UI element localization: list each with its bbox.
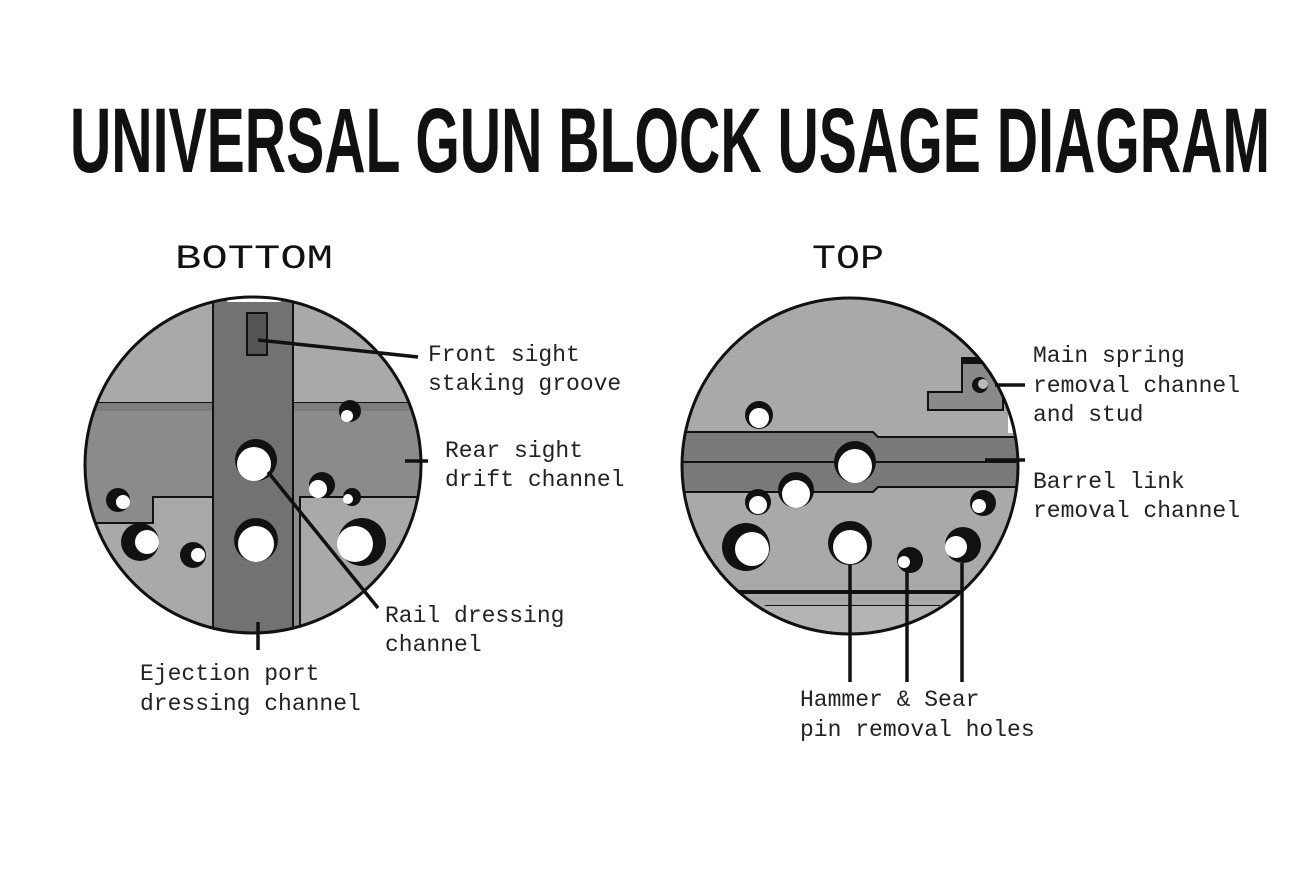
top-holes [722, 401, 996, 573]
bottom-view: BOTTOM Front [83, 241, 624, 717]
rear-sight-label-1: Rear sight [445, 438, 583, 464]
barrel-link-label-2: removal channel [1033, 498, 1240, 524]
top-view: TOP Main sprin [680, 241, 1240, 743]
bottom-holes [106, 400, 386, 568]
main-spring-label-1: Main spring [1033, 343, 1185, 369]
front-sight-label-1: Front sight [428, 342, 580, 368]
main-spring-label-3: and stud [1033, 402, 1143, 428]
rail-label-2: channel [385, 632, 482, 658]
ejection-label-1: Ejection port [140, 661, 319, 687]
barrel-link-label-1: Barrel link [1033, 469, 1185, 495]
rear-sight-label-2: drift channel [445, 467, 624, 493]
rail-leader [266, 470, 380, 610]
main-spring-label-2: removal channel [1033, 373, 1240, 399]
bottom-heading: BOTTOM [175, 241, 333, 279]
page-title: UNIVERSAL GUN BLOCK USAGE DIAGRAM [70, 90, 1270, 192]
hammer-sear-label-2: pin removal holes [800, 717, 1035, 743]
rail-label-1: Rail dressing [385, 603, 564, 629]
front-sight-leader [257, 338, 419, 359]
ejection-label-2: dressing channel [140, 691, 361, 717]
hammer-sear-label-1: Hammer & Sear [800, 687, 979, 713]
top-heading: TOP [812, 241, 884, 279]
front-sight-label-2: staking groove [428, 371, 621, 397]
